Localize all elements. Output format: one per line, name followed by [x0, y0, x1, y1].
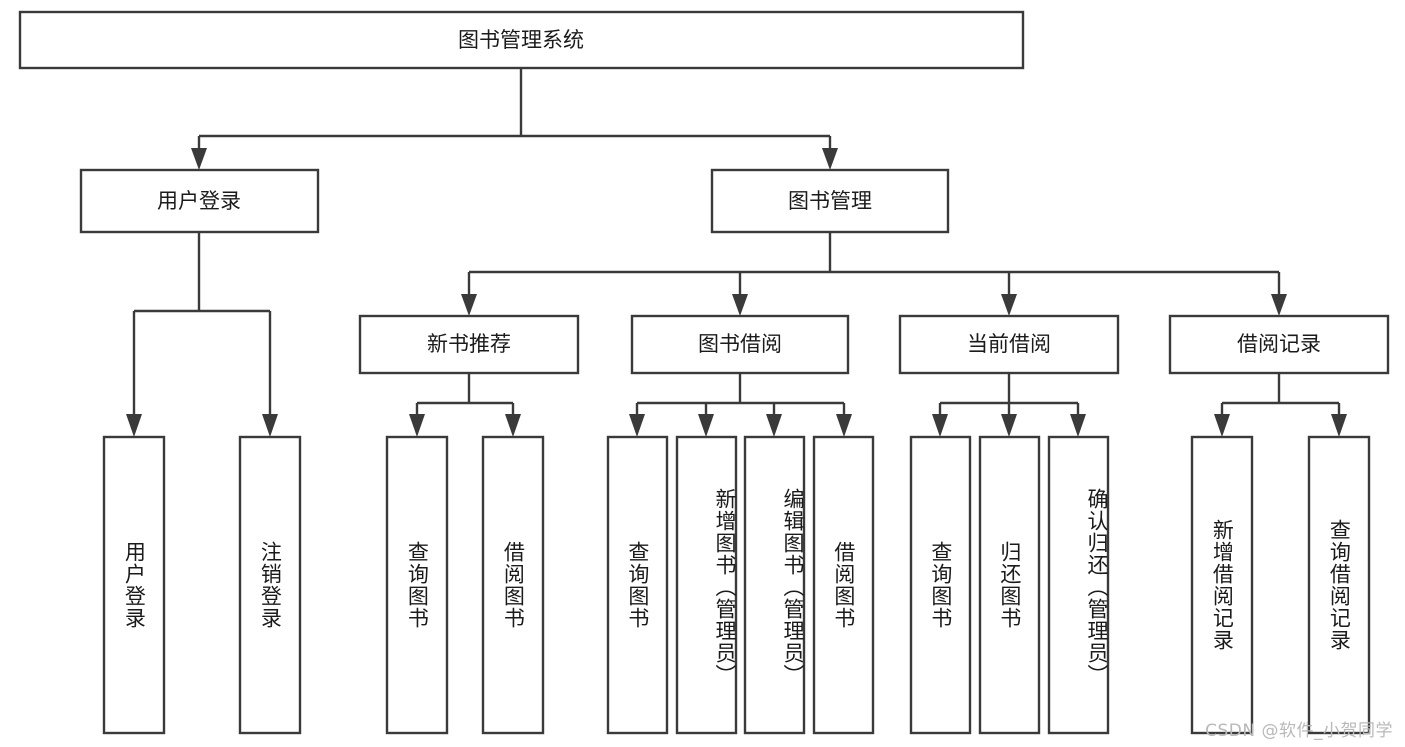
- node-root[interactable]: [18, 10, 1025, 70]
- node-book-manage-label: 图书管理: [788, 189, 872, 213]
- node-book-manage[interactable]: [710, 168, 950, 234]
- arrow-borrow-leaf-3: [766, 414, 782, 437]
- leaf-box-user-login-2[interactable]: [238, 435, 302, 735]
- node-current-borrow-label: 当前借阅: [967, 332, 1051, 356]
- leaf-box-new-book-1[interactable]: [385, 435, 449, 735]
- arrow-bookmanage-to-new-book: [461, 294, 477, 316]
- arrow-userlogin-leaf-2: [262, 414, 278, 437]
- leaf-box-borrow-record-1[interactable]: [1190, 435, 1254, 735]
- node-book-borrow[interactable]: [630, 314, 850, 375]
- node-root-label: 图书管理系统: [458, 28, 584, 52]
- leaf-box-current-borrow-3[interactable]: [1047, 435, 1110, 735]
- arrow-record-leaf-1: [1214, 414, 1230, 437]
- node-book-borrow-label: 图书借阅: [698, 332, 782, 356]
- arrow-bookmanage-to-borrow: [732, 294, 748, 316]
- leaf-box-borrow-record-2[interactable]: [1307, 435, 1371, 735]
- arrow-userlogin-leaf-1: [126, 414, 142, 437]
- node-borrow-record-label: 借阅记录: [1237, 332, 1321, 356]
- arrow-current-leaf-1: [932, 414, 948, 437]
- edges-group: [126, 68, 1347, 437]
- arrow-borrow-leaf-1: [629, 414, 645, 437]
- arrow-root-to-user-login: [191, 148, 207, 170]
- arrow-bookmanage-to-record: [1271, 294, 1287, 316]
- leaf-box-new-book-2[interactable]: [481, 435, 545, 735]
- node-new-book-recommend[interactable]: [358, 314, 580, 375]
- leaf-box-book-borrow-2[interactable]: [675, 435, 738, 735]
- leaf-box-user-login-1[interactable]: [102, 435, 166, 735]
- nodes-group: 图书管理系统 用户登录 图书管理 新书推荐 图书借阅 当前借阅 借阅记录: [18, 10, 1390, 735]
- node-current-borrow[interactable]: [898, 314, 1120, 375]
- csdn-watermark: CSDN @软件_小贺同学: [1205, 721, 1393, 741]
- node-borrow-record[interactable]: [1168, 314, 1390, 375]
- leaf-box-current-borrow-1[interactable]: [909, 435, 972, 735]
- arrow-borrow-leaf-2: [698, 414, 714, 437]
- node-new-book-recommend-label: 新书推荐: [427, 332, 511, 356]
- leaf-box-book-borrow-3[interactable]: [743, 435, 806, 735]
- leaf-box-current-borrow-2[interactable]: [978, 435, 1041, 735]
- leaf-box-book-borrow-1[interactable]: [606, 435, 669, 735]
- arrow-newbook-leaf-1: [409, 414, 425, 437]
- arrow-newbook-leaf-2: [505, 414, 521, 437]
- node-user-login[interactable]: [79, 168, 320, 234]
- arrow-bookmanage-to-current: [1001, 294, 1017, 316]
- arrow-record-leaf-2: [1331, 414, 1347, 437]
- arrow-current-leaf-2: [1001, 414, 1017, 437]
- leaf-box-book-borrow-4[interactable]: [812, 435, 875, 735]
- arrow-root-to-book-manage: [822, 148, 838, 170]
- node-user-login-label: 用户登录: [157, 189, 241, 213]
- arrow-current-leaf-3: [1070, 414, 1086, 437]
- arrow-borrow-leaf-4: [836, 414, 852, 437]
